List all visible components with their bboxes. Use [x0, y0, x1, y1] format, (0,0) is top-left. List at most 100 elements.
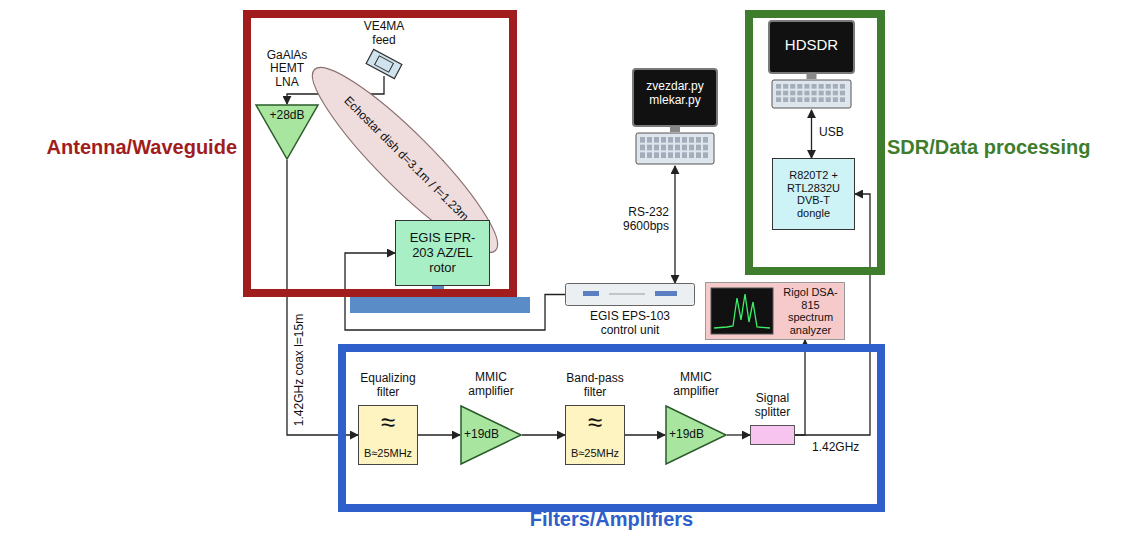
- rotor-label: EGIS EPR-203 AZ/EL rotor: [404, 231, 481, 276]
- key: [689, 145, 694, 151]
- signal-line: [625, 434, 665, 435]
- key: [797, 84, 802, 89]
- computer: zvezdar.py mlekar.py: [632, 68, 718, 166]
- spectrum-analyzer: Rigol DSA-815 spectrum analyzer: [705, 282, 845, 340]
- key: [647, 145, 652, 151]
- region-label: Antenna/Waveguide: [47, 136, 237, 159]
- keyboard: [772, 80, 851, 108]
- key: [790, 84, 795, 89]
- key: [819, 84, 824, 89]
- bandwidth-label: B≈25MHz: [566, 447, 624, 460]
- signal-line: [795, 340, 805, 435]
- lna-label: GaAlAs HEMT LNA: [261, 49, 313, 90]
- monitor-screen: [769, 21, 854, 73]
- key: [826, 91, 831, 96]
- key: [682, 137, 687, 143]
- key: [668, 152, 673, 158]
- key: [797, 97, 802, 102]
- edge-label: USB: [818, 126, 845, 140]
- key: [840, 84, 845, 89]
- key: [703, 137, 708, 143]
- key: [812, 97, 817, 102]
- key: [640, 145, 645, 151]
- key: [840, 91, 845, 96]
- key: [812, 84, 817, 89]
- region-box: Antenna/WaveguideVE4MA feedGaAlAs HEMT L…: [243, 10, 517, 297]
- key: [819, 97, 824, 102]
- key: [654, 137, 659, 143]
- key: [647, 137, 652, 143]
- feed-aperture: [375, 56, 394, 72]
- key: [819, 91, 824, 96]
- key: [696, 145, 701, 151]
- amplifier-triangle: [461, 406, 521, 464]
- edge-label: RS-232 9600bps: [606, 206, 670, 234]
- filter-symbol: ≈: [359, 408, 417, 438]
- dongle-label: R820T2 + RTL2832U DVB-T dongle: [784, 169, 844, 220]
- key: [682, 145, 687, 151]
- key: [661, 137, 666, 143]
- signal-line: [287, 160, 358, 435]
- key: [833, 84, 838, 89]
- computer-shape: [768, 20, 855, 110]
- key: [833, 97, 838, 102]
- monitor-stand: [670, 126, 680, 132]
- component-label: Equalizing filter: [353, 372, 423, 400]
- key: [696, 137, 701, 143]
- splitter-box: Signal splitter: [750, 425, 795, 445]
- amplifier: MMIC amplifier+19dB: [665, 405, 727, 465]
- key: [833, 91, 838, 96]
- monitor-screen: [633, 69, 717, 126]
- key: [826, 97, 831, 102]
- key: [783, 84, 788, 89]
- region-label: SDR/Data processing: [887, 136, 1090, 159]
- filter-box: Band-pass filter≈B≈25MHz: [565, 405, 625, 465]
- gain-label: +19dB: [669, 428, 704, 442]
- key: [776, 84, 781, 89]
- filter-box: Equalizing filter≈B≈25MHz: [358, 405, 418, 465]
- key: [647, 152, 652, 158]
- feed-horn: VE4MA feed: [362, 52, 406, 76]
- spectrum-trace: [714, 294, 770, 328]
- signal-line: [674, 166, 675, 283]
- signal-line: [522, 434, 565, 435]
- feed-horn: [366, 49, 402, 78]
- amplifier-triangle: [256, 105, 318, 159]
- mount-base: [350, 297, 530, 313]
- lna-amplifier: GaAlAs HEMT LNA+28dB: [255, 104, 319, 160]
- key: [804, 91, 809, 96]
- control-unit-shape: [565, 283, 695, 306]
- filter-symbol: ≈: [566, 408, 624, 438]
- component-label: Band-pass filter: [560, 372, 630, 400]
- amplifier: MMIC amplifier+19dB: [460, 405, 522, 465]
- key: [640, 137, 645, 143]
- key: [804, 84, 809, 89]
- dongle-box: R820T2 + RTL2832U DVB-T dongle: [772, 158, 855, 230]
- unit-case: [566, 284, 695, 306]
- key: [790, 91, 795, 96]
- computer: HDSDR: [768, 20, 855, 110]
- key: [675, 145, 680, 151]
- component-label: MMIC amplifier: [456, 371, 526, 399]
- feed-horn-shape: [362, 52, 406, 76]
- key: [826, 84, 831, 89]
- edge-label: 1.42GHz: [811, 441, 860, 455]
- unit-display: [583, 291, 599, 296]
- key: [668, 145, 673, 151]
- bandwidth-label: B≈25MHz: [359, 447, 417, 460]
- region-box: Filters/AmplifiersEqualizing filter≈B≈25…: [338, 344, 885, 512]
- key: [776, 97, 781, 102]
- key: [812, 91, 817, 96]
- key: [696, 152, 701, 158]
- control-unit: EGIS EPS-103 control unit: [565, 283, 695, 306]
- key: [682, 152, 687, 158]
- signal-line: [727, 434, 750, 435]
- unit-label: EGIS EPS-103 control unit: [584, 310, 676, 338]
- key: [840, 97, 845, 102]
- analyzer-screen: [711, 288, 773, 334]
- key: [654, 145, 659, 151]
- screen-text: zvezdar.py mlekar.py: [636, 80, 714, 108]
- component-label: MMIC amplifier: [661, 371, 731, 399]
- key: [668, 137, 673, 143]
- region-box: SDR/Data processingHDSDRR820T2 + RTL2832…: [745, 10, 885, 275]
